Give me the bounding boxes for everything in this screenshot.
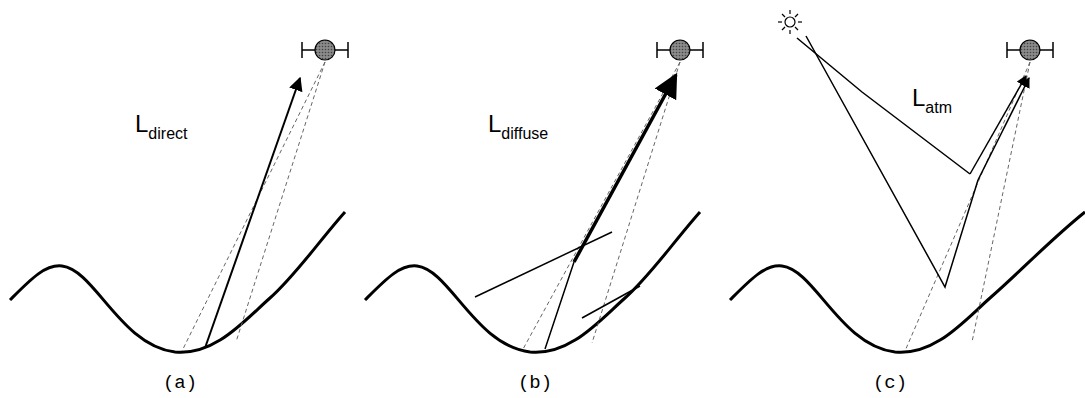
panel-b bbox=[365, 40, 703, 352]
radiance-subscript: atm bbox=[925, 99, 952, 116]
satellite-icon bbox=[302, 40, 348, 60]
radiance-subscript: diffuse bbox=[501, 125, 548, 142]
panel-c bbox=[730, 10, 1085, 352]
text-label: Ldiffuse bbox=[488, 112, 548, 136]
text-label: (c) bbox=[873, 374, 907, 393]
text-label: (b) bbox=[518, 374, 552, 393]
radiance-symbol: L bbox=[135, 110, 148, 137]
panel-label: (c) bbox=[873, 372, 907, 394]
satellite-icon bbox=[657, 40, 703, 60]
sun-symbol bbox=[778, 10, 802, 34]
radiance-subscript: direct bbox=[148, 125, 187, 142]
radiance-symbol: L bbox=[488, 110, 501, 137]
radiance-symbol: L bbox=[912, 84, 925, 111]
panel-label: (b) bbox=[518, 372, 552, 394]
panel-a bbox=[10, 40, 348, 352]
text-label: Ldirect bbox=[135, 112, 187, 136]
text-label: (a) bbox=[163, 374, 197, 393]
panel-label: (a) bbox=[163, 372, 197, 394]
text-label: Latm bbox=[912, 86, 952, 110]
satellite-icon bbox=[1007, 40, 1053, 60]
